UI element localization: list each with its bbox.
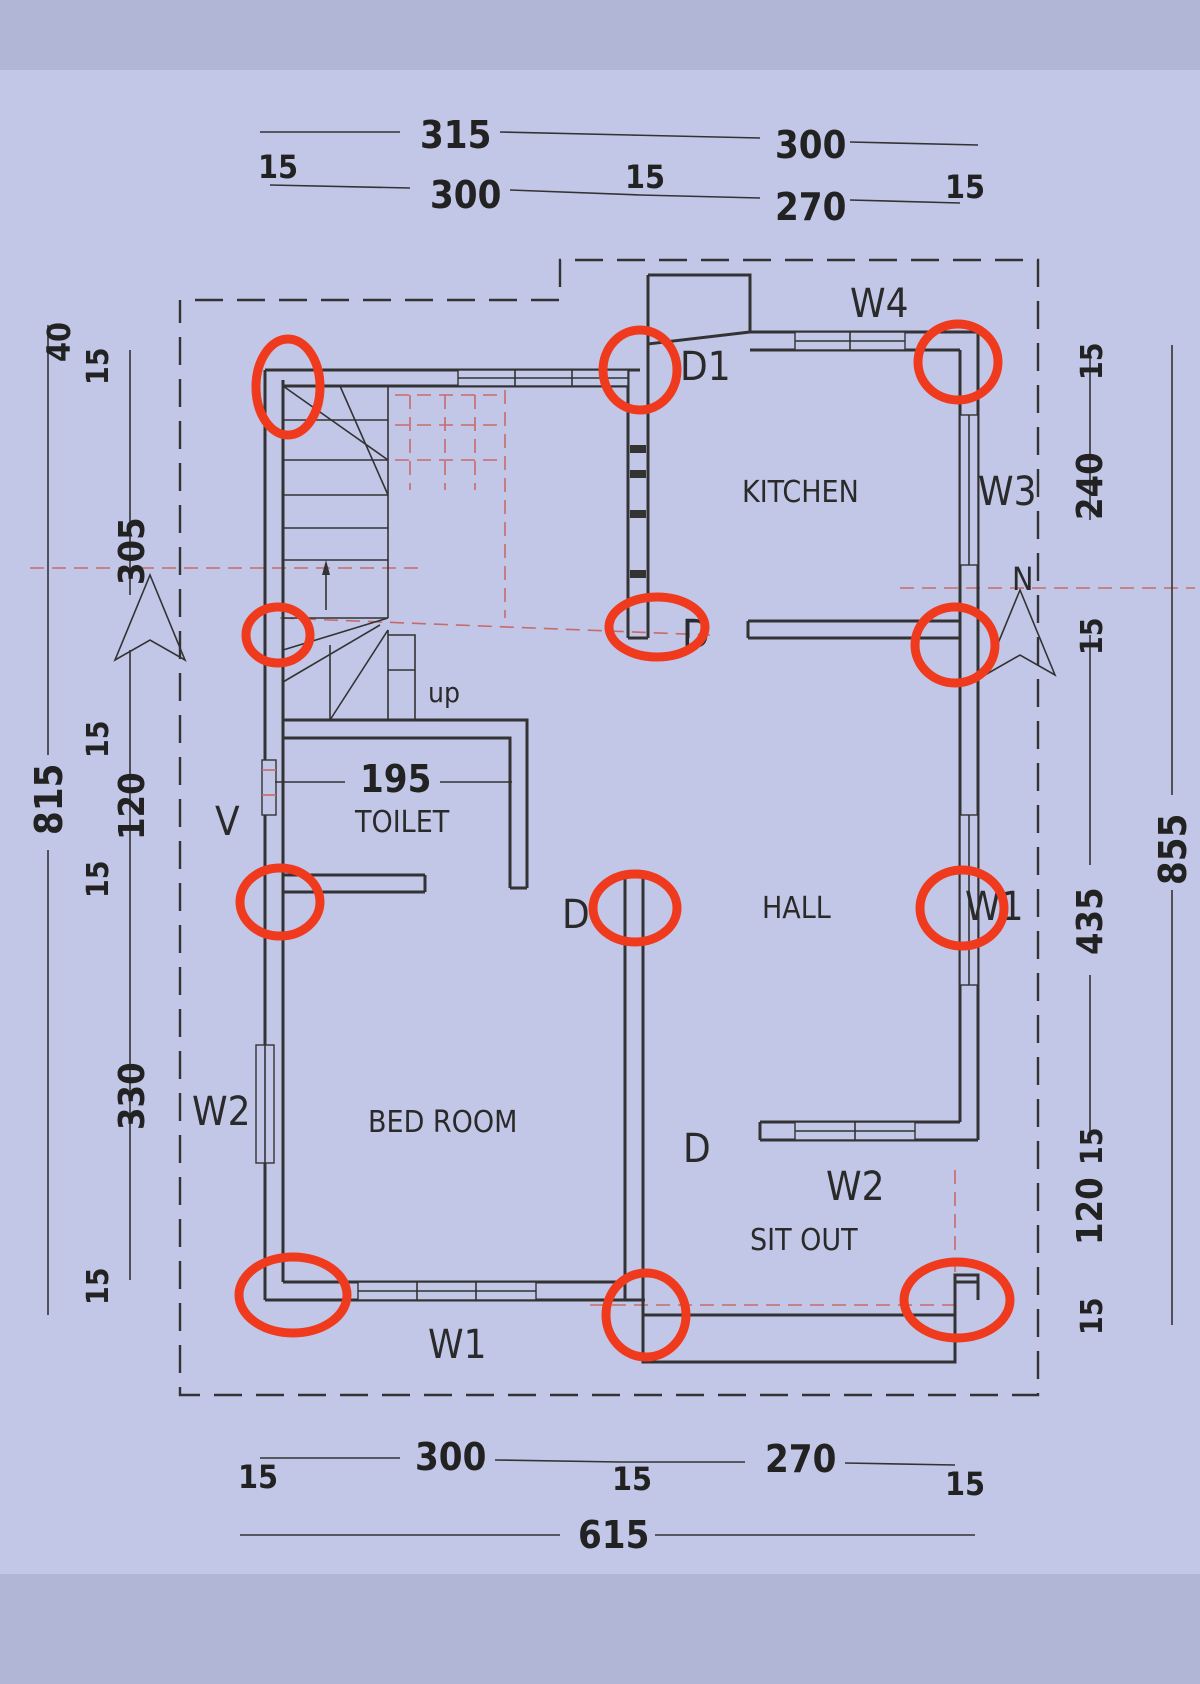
- column-marker: [601, 1268, 691, 1362]
- dim-left-wall-3: 15: [81, 860, 116, 898]
- dim-top-outer-right: 300: [775, 123, 846, 167]
- dim-bottom-inner-left: 300: [415, 1435, 486, 1479]
- dim-top-wall-b: 15: [625, 158, 665, 196]
- column-marker: [604, 592, 710, 662]
- room-bedroom: BED ROOM: [368, 1105, 517, 1140]
- dim-bottom-wall-c: 15: [945, 1465, 985, 1503]
- column-marker: [910, 602, 1000, 688]
- dim-left-total: 815: [27, 764, 71, 835]
- dimensions-right: 15 240 15 435 15 120 15 855: [1070, 342, 1195, 1335]
- dim-top-wall-c: 15: [945, 168, 985, 206]
- room-kitchen: KITCHEN: [742, 475, 859, 510]
- dim-right-wall-4: 15: [1075, 1297, 1110, 1335]
- dim-top-inner-left: 300: [430, 173, 501, 217]
- label-w2-sitout: W2: [826, 1164, 884, 1210]
- column-marker: [598, 325, 682, 415]
- dim-toilet-width: 195: [360, 757, 431, 801]
- column-marker: [588, 869, 682, 947]
- column-marker: [913, 319, 1003, 405]
- label-d-left: D: [562, 892, 590, 938]
- ventilator-v: [261, 759, 277, 816]
- stair-up-label: up: [428, 676, 460, 709]
- dim-right-kitchen: 240: [1070, 452, 1111, 520]
- drawing-sheet: up KITCHEN HALL TOILET BED: [0, 70, 1200, 1574]
- label-v: V: [215, 799, 240, 845]
- room-hall: HALL: [762, 891, 831, 926]
- dim-left-top: 40: [40, 322, 78, 362]
- column-marker: [241, 602, 315, 668]
- dim-right-wall-2: 15: [1075, 617, 1110, 655]
- dimension-toilet-width: 195: [275, 757, 512, 801]
- column-markers: [234, 319, 1015, 1362]
- dim-left-bed: 330: [112, 1062, 153, 1130]
- north-label: N: [1012, 560, 1034, 598]
- label-w2-left: W2: [192, 1089, 250, 1135]
- column-marker: [251, 334, 325, 440]
- label-w4: W4: [850, 281, 908, 327]
- dim-top-wall-a: 15: [258, 148, 298, 186]
- dim-left-wall-2: 15: [81, 720, 116, 758]
- dimensions-left: 815 40 15 305 15 120 15 330 15: [27, 322, 153, 1315]
- column-marker: [915, 865, 1009, 951]
- centerline-stair: [279, 617, 711, 636]
- room-sitout: SIT OUT: [750, 1223, 858, 1258]
- column-marker: [899, 1257, 1015, 1343]
- north-arrow-left: [113, 572, 187, 662]
- dim-right-hall: 435: [1070, 887, 1111, 955]
- dim-bottom-wall-a: 15: [238, 1458, 278, 1496]
- label-w1-hall: W1: [965, 884, 1023, 930]
- dim-bottom-total: 615: [578, 1513, 649, 1557]
- dim-top-outer-left: 315: [420, 113, 491, 157]
- dim-top-inner-right: 270: [775, 185, 846, 229]
- dim-left-wall-4: 15: [81, 1267, 116, 1305]
- plot-boundary: [178, 258, 1040, 1397]
- label-w3: W3: [978, 469, 1036, 515]
- dim-right-wall-3: 15: [1075, 1127, 1110, 1165]
- staircase: up: [282, 385, 506, 721]
- dimensions-bottom: 300 270 15 15 15 615: [238, 1435, 985, 1557]
- dim-bottom-inner-right: 270: [765, 1437, 836, 1481]
- floor-plan: up KITCHEN HALL TOILET BED: [27, 113, 1195, 1557]
- dim-right-sitout: 120: [1070, 1177, 1111, 1245]
- label-d1: D1: [680, 344, 731, 390]
- dim-right-total: 855: [1151, 814, 1195, 885]
- room-toilet: TOILET: [354, 805, 450, 840]
- dimensions-top: 315 300 300 270 15 15 15: [258, 113, 985, 229]
- dim-left-stair: 305: [112, 517, 153, 585]
- column-marker: [234, 1252, 352, 1338]
- dim-right-wall-1: 15: [1075, 342, 1110, 380]
- dim-bottom-wall-b: 15: [612, 1460, 652, 1498]
- label-d-hall: D: [683, 1126, 711, 1172]
- column-marker: [235, 863, 325, 941]
- dim-left-toilet: 120: [112, 772, 153, 840]
- dim-left-wall-1: 15: [81, 347, 116, 385]
- label-w1-bottom: W1: [428, 1322, 486, 1368]
